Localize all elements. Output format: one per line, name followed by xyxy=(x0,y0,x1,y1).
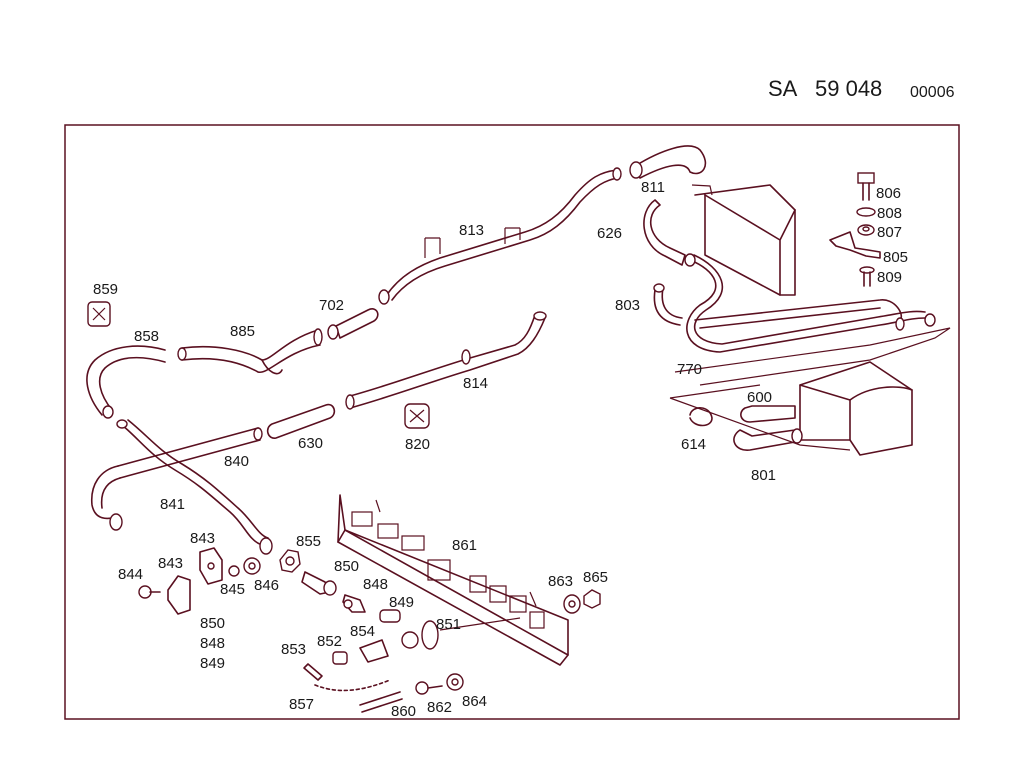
washer-845[interactable] xyxy=(228,565,240,577)
hose-600[interactable] xyxy=(740,405,796,423)
label-859: 859 xyxy=(93,281,118,298)
auxiliary-heater-600[interactable] xyxy=(669,361,913,456)
hose-857[interactable] xyxy=(314,679,391,692)
label-864: 864 xyxy=(462,693,487,710)
hose-630[interactable] xyxy=(266,403,336,439)
grommet-859[interactable] xyxy=(87,301,111,327)
label-630: 630 xyxy=(298,435,323,452)
label-849a: 849 xyxy=(389,594,414,611)
clamp-614[interactable] xyxy=(689,407,713,427)
label-865: 865 xyxy=(583,569,608,586)
heat-exchanger[interactable] xyxy=(691,184,796,296)
bolt-806[interactable] xyxy=(857,172,875,201)
label-814: 814 xyxy=(463,375,488,392)
fitting-848[interactable] xyxy=(342,594,366,613)
hose-885[interactable] xyxy=(177,328,323,375)
label-863: 863 xyxy=(548,573,573,590)
hose-811[interactable] xyxy=(629,145,707,179)
hose-801[interactable] xyxy=(733,428,803,451)
label-770: 770 xyxy=(677,361,702,378)
diagram-frame xyxy=(64,124,960,720)
label-803: 803 xyxy=(615,297,640,314)
screw-862[interactable] xyxy=(415,681,443,695)
label-805: 805 xyxy=(883,249,908,266)
bracket-843a[interactable] xyxy=(199,547,223,585)
label-844: 844 xyxy=(118,566,143,583)
label-853: 853 xyxy=(281,641,306,658)
header-prefix: SA xyxy=(768,76,798,101)
label-850b: 850 xyxy=(200,615,225,632)
hose-626[interactable] xyxy=(643,199,686,266)
label-850a: 850 xyxy=(334,558,359,575)
bracket-843b[interactable] xyxy=(167,575,191,615)
label-811: 811 xyxy=(641,179,665,196)
label-848b: 848 xyxy=(200,635,225,652)
header-suffix: 00006 xyxy=(910,84,955,101)
pipe-840[interactable] xyxy=(91,427,263,531)
hose-858[interactable] xyxy=(86,345,166,419)
label-840: 840 xyxy=(224,453,249,470)
label-808: 808 xyxy=(877,205,902,222)
plug-849[interactable] xyxy=(379,609,401,623)
label-846: 846 xyxy=(254,577,279,594)
grommet-820[interactable] xyxy=(404,403,430,429)
label-702: 702 xyxy=(319,297,344,314)
label-849b: 849 xyxy=(200,655,225,672)
label-626: 626 xyxy=(597,225,622,242)
label-806: 806 xyxy=(876,185,901,202)
pipe-841[interactable] xyxy=(116,419,273,555)
fitting-854[interactable] xyxy=(359,639,389,663)
clip-853[interactable] xyxy=(303,663,323,681)
label-855: 855 xyxy=(296,533,321,550)
bracket-805[interactable] xyxy=(829,231,881,259)
header-number: 59 048 xyxy=(815,76,882,101)
lock-washer-864[interactable] xyxy=(446,673,464,691)
label-885: 885 xyxy=(230,323,255,340)
label-857: 857 xyxy=(289,696,314,713)
label-801: 801 xyxy=(751,467,776,484)
hose-803[interactable] xyxy=(653,283,683,326)
label-861: 861 xyxy=(452,537,477,554)
label-845: 845 xyxy=(220,581,245,598)
label-854: 854 xyxy=(350,623,375,640)
pipe-814[interactable] xyxy=(345,311,547,410)
screw-844[interactable] xyxy=(138,585,161,599)
hose-702[interactable] xyxy=(327,289,390,340)
nut-846[interactable] xyxy=(243,557,261,575)
pipe-813[interactable] xyxy=(385,167,622,301)
label-843b: 843 xyxy=(158,555,183,572)
label-841: 841 xyxy=(160,496,185,513)
nut-807[interactable] xyxy=(857,224,875,236)
label-848a: 848 xyxy=(363,576,388,593)
label-807: 807 xyxy=(877,224,902,241)
label-813: 813 xyxy=(459,222,484,239)
screw-809[interactable] xyxy=(859,266,875,287)
label-851: 851 xyxy=(436,616,461,633)
label-809: 809 xyxy=(877,269,902,286)
label-858: 858 xyxy=(134,328,159,345)
label-860: 860 xyxy=(391,703,416,720)
label-862: 862 xyxy=(427,699,452,716)
fitting-850[interactable] xyxy=(301,571,337,596)
label-843a: 843 xyxy=(190,530,215,547)
mounting-rail-861[interactable] xyxy=(337,494,569,666)
label-600: 600 xyxy=(747,389,772,406)
nut-855[interactable] xyxy=(279,549,301,573)
label-820: 820 xyxy=(405,436,430,453)
label-852: 852 xyxy=(317,633,342,650)
washer-863[interactable] xyxy=(563,594,581,614)
washer-808[interactable] xyxy=(856,207,876,217)
valve-851[interactable] xyxy=(401,617,521,650)
label-614: 614 xyxy=(681,436,706,453)
nut-865[interactable] xyxy=(583,589,601,609)
pipe-770[interactable] xyxy=(674,253,951,386)
hose-860[interactable] xyxy=(359,691,403,713)
cap-852[interactable] xyxy=(332,651,348,665)
